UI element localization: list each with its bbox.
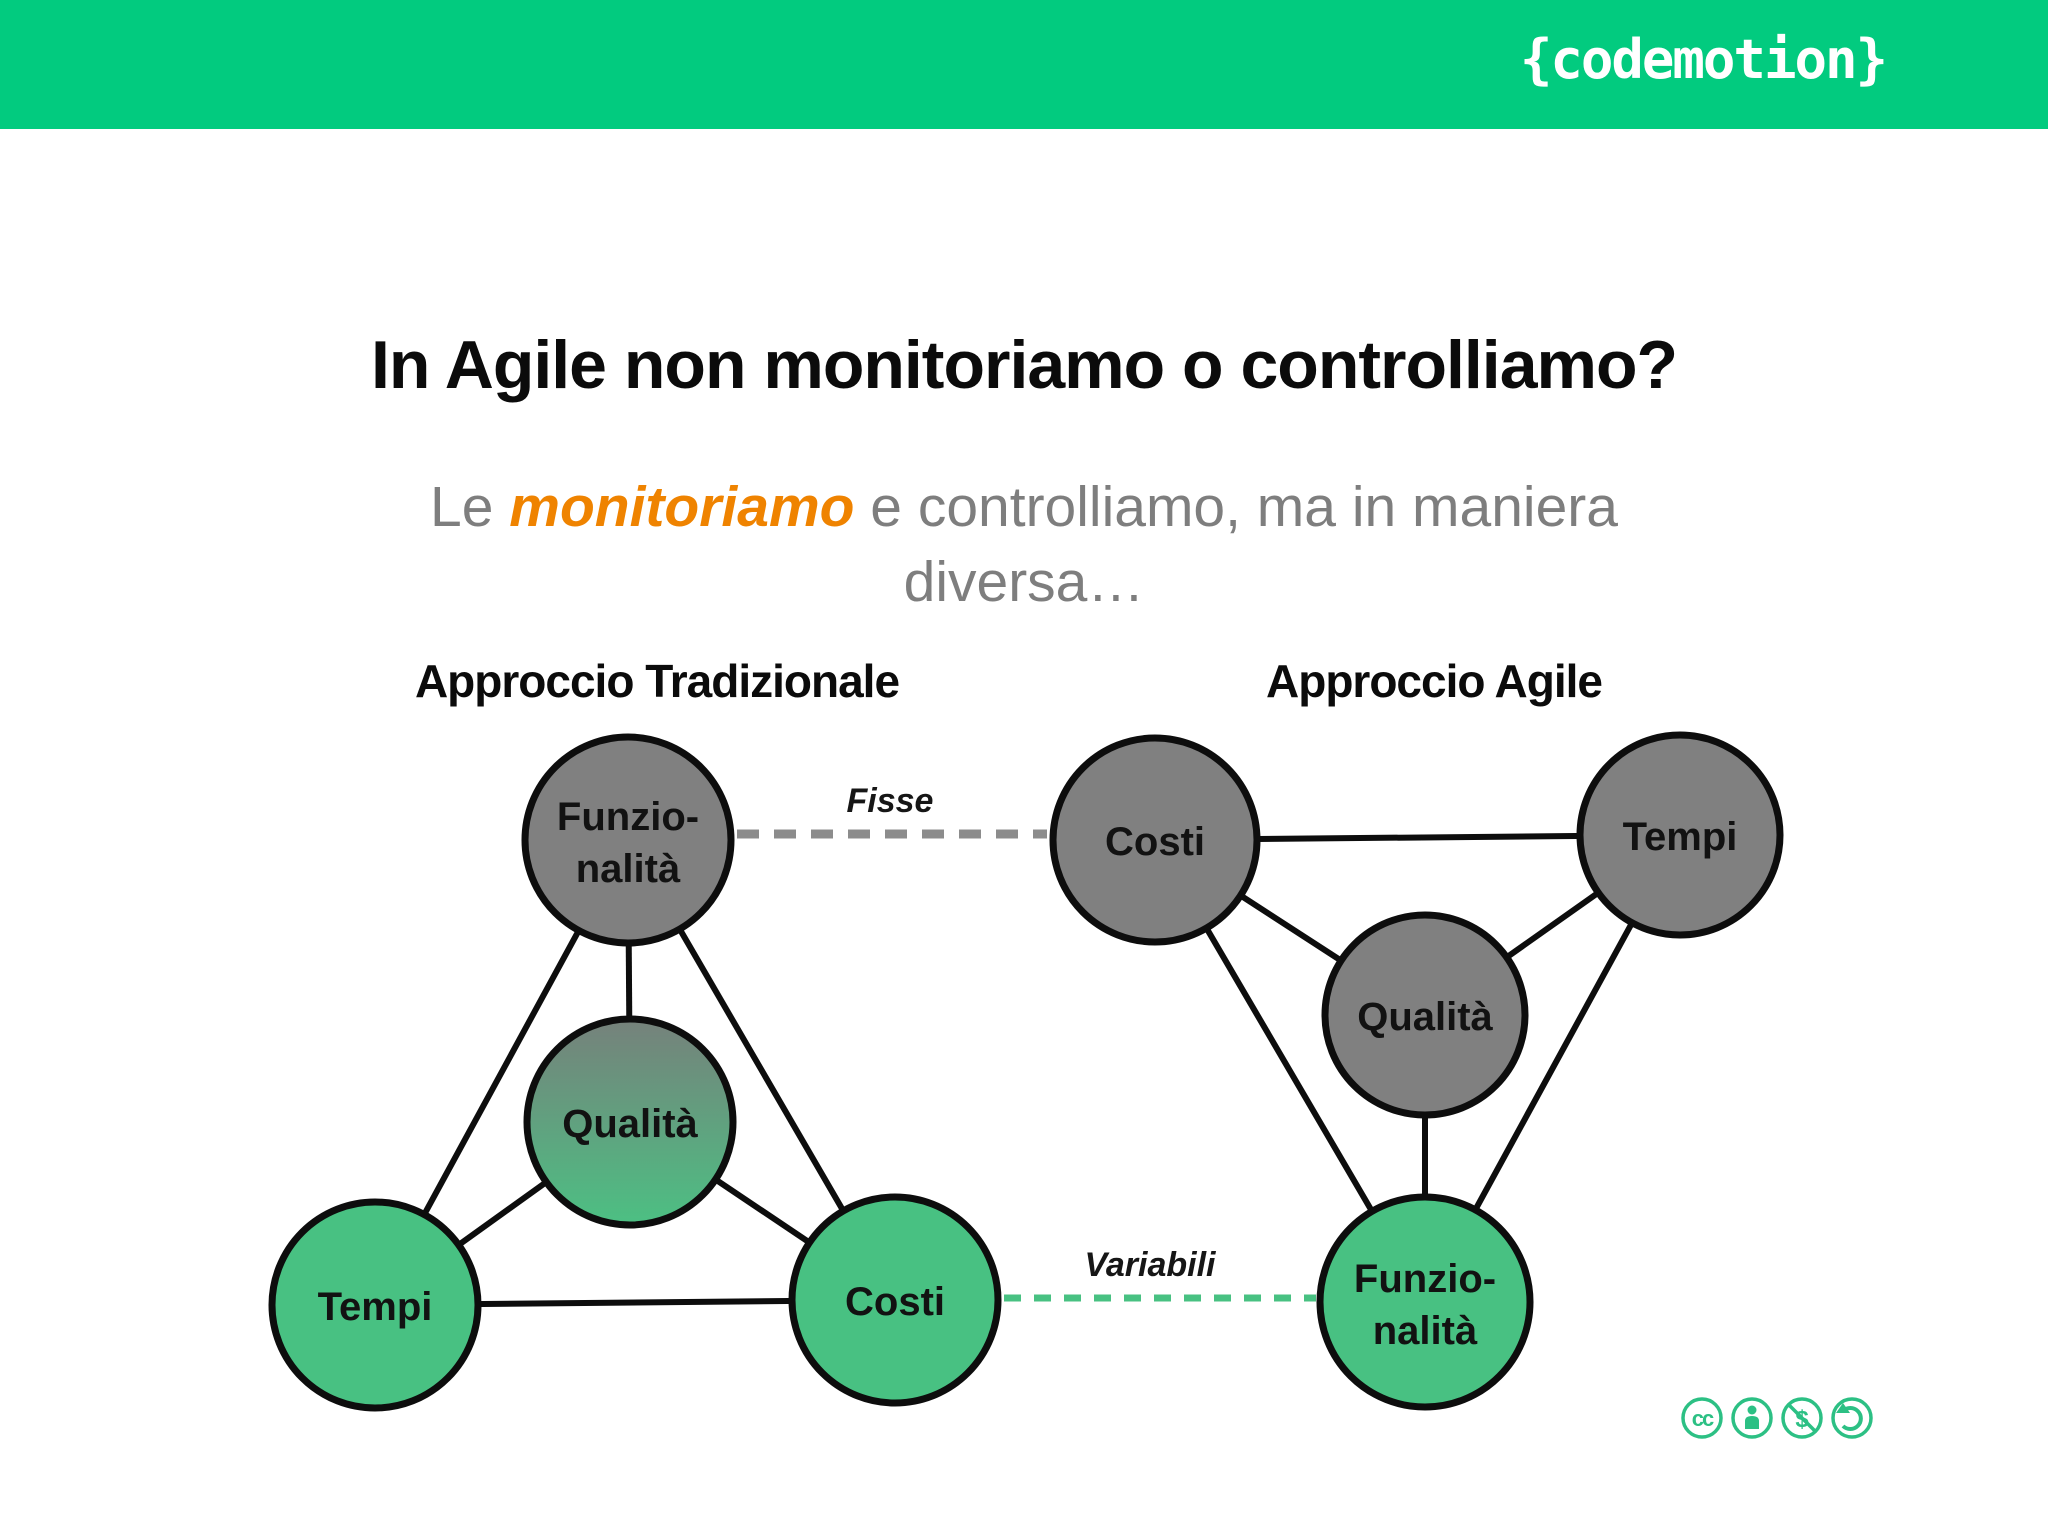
node-traditional-funzionalita: Funzio- nalità xyxy=(521,733,735,947)
node-label: Tempi xyxy=(1623,815,1738,859)
share-alike-icon xyxy=(1831,1397,1873,1439)
node-label-line1: Funzio- xyxy=(557,795,699,839)
node-agile-funzionalita: Funzio- nalità xyxy=(1316,1193,1534,1411)
subtitle-emphasis: monitoriamo xyxy=(509,475,855,539)
attribution-by-icon xyxy=(1731,1397,1773,1439)
node-label-line2: nalità xyxy=(1373,1309,1478,1353)
codemotion-logo: {codemotion} xyxy=(1519,28,1888,91)
fisse-label: Fisse xyxy=(847,782,934,820)
cc-icon: cc xyxy=(1681,1397,1723,1439)
node-label-line2: nalità xyxy=(576,847,681,891)
header-bar: {codemotion} xyxy=(0,0,2048,129)
connector-variabili: Variabili xyxy=(1004,1246,1316,1302)
connector-fisse: Fisse xyxy=(737,782,1047,839)
page-title: In Agile non monitoriamo o controlliamo? xyxy=(370,327,1678,403)
subtitle: Le monitoriamo e controlliamo, ma in man… xyxy=(0,470,2048,620)
node-agile-qualita: Qualità xyxy=(1321,911,1529,1119)
node-label: Costi xyxy=(1105,820,1205,864)
node-traditional-costi: Costi xyxy=(788,1193,1002,1407)
subtitle-lead: Le xyxy=(430,475,510,539)
node-agile-tempi: Tempi xyxy=(1576,731,1784,939)
subtitle-tail: e controlliamo, ma in maniera xyxy=(854,475,1618,539)
node-traditional-tempi: Tempi xyxy=(268,1198,482,1412)
node-label: Tempi xyxy=(318,1285,433,1329)
node-label-line1: Funzio- xyxy=(1354,1257,1496,1301)
node-label: Costi xyxy=(845,1280,945,1324)
non-commercial-icon: $ xyxy=(1781,1397,1823,1439)
license-icons: cc $ xyxy=(1681,1397,1873,1439)
node-agile-costi: Costi xyxy=(1049,734,1261,946)
subtitle-line2: diversa… xyxy=(903,550,1145,614)
node-label: Qualità xyxy=(562,1102,698,1146)
svg-text:cc: cc xyxy=(1692,1406,1714,1431)
node-label: Qualità xyxy=(1357,995,1493,1039)
heading-approccio-tradizionale: Approccio Tradizionale xyxy=(415,655,900,707)
node-traditional-qualita: Qualità xyxy=(523,1015,737,1229)
heading-approccio-agile: Approccio Agile xyxy=(1266,655,1602,707)
variabili-label: Variabili xyxy=(1084,1246,1217,1284)
